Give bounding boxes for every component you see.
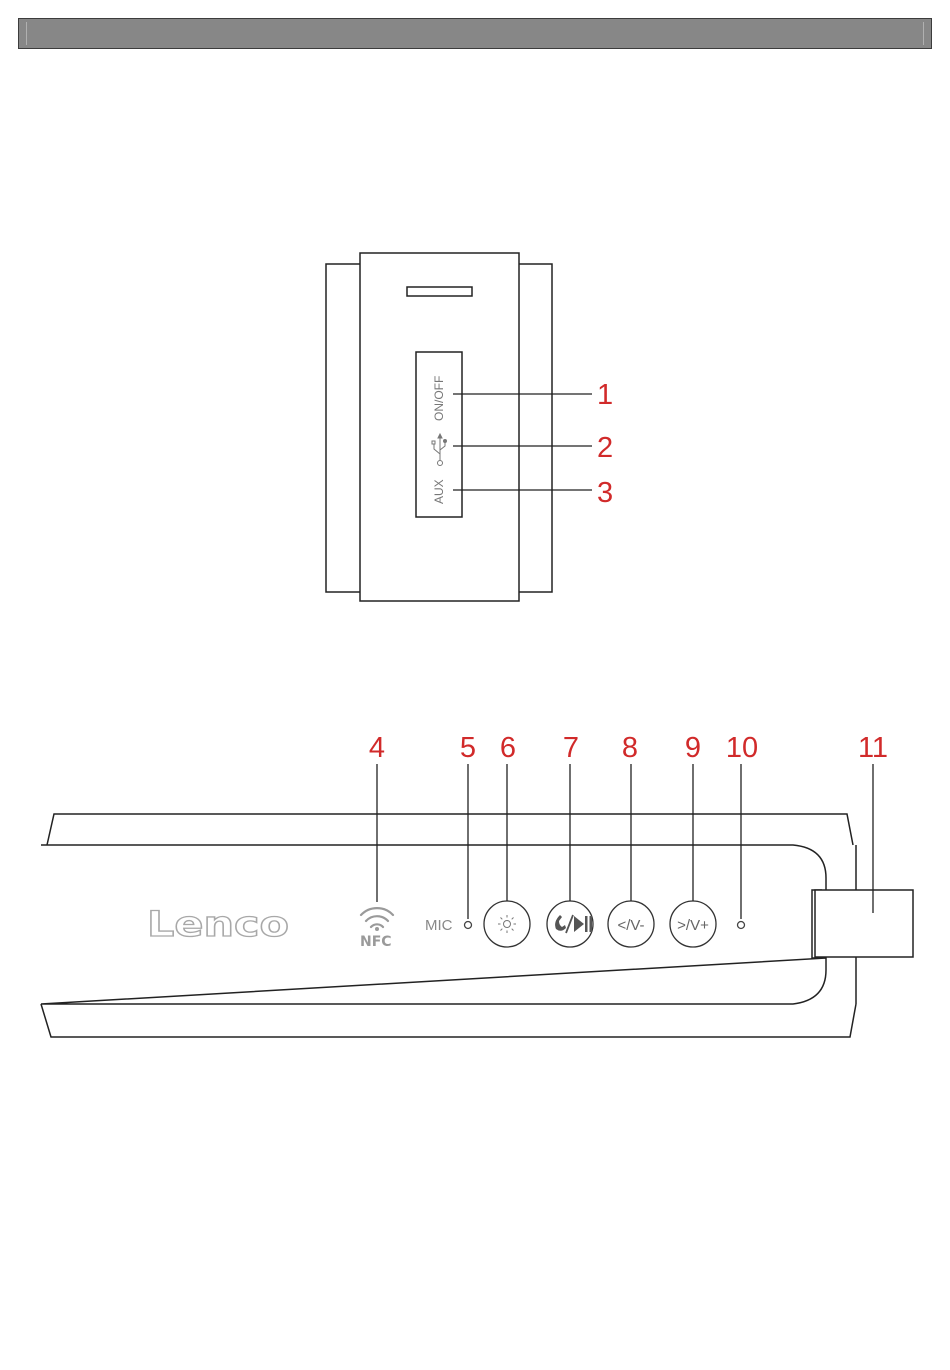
callout-10: 10 xyxy=(726,732,758,764)
aux-port-label: AUX xyxy=(432,479,446,504)
side-body-panel xyxy=(360,253,519,601)
strap xyxy=(815,890,913,957)
callout-7: 7 xyxy=(563,732,579,764)
nfc-wifi-icon xyxy=(361,908,393,931)
callout-3: 3 xyxy=(597,477,613,509)
mic-hole xyxy=(465,922,472,929)
callout-9: 9 xyxy=(685,732,701,764)
callout-1: 1 xyxy=(597,379,613,411)
led-indicator xyxy=(738,922,745,929)
front-body-bottom xyxy=(41,1004,856,1037)
nfc-label: NFC xyxy=(360,934,392,950)
side-view xyxy=(326,253,552,601)
light-button[interactable] xyxy=(484,901,530,947)
callout-8: 8 xyxy=(622,732,638,764)
callout-5: 5 xyxy=(460,732,476,764)
next-vol-up-button[interactable]: >/V+ xyxy=(670,901,716,947)
mic-label: MIC xyxy=(425,917,453,934)
next-vol-up-label: >/V+ xyxy=(677,917,709,934)
call-play-pause-button[interactable] xyxy=(547,901,593,947)
prev-vol-down-label: </V- xyxy=(617,917,644,934)
power-port-label: ON/OFF xyxy=(432,376,446,421)
front-body-top xyxy=(47,814,853,845)
callout-2: 2 xyxy=(597,432,613,464)
brand-logo: Lenco xyxy=(147,905,289,945)
callout-6: 6 xyxy=(500,732,516,764)
callout-4: 4 xyxy=(369,732,385,764)
callout-11: 11 xyxy=(858,732,888,764)
prev-vol-down-button[interactable]: </V- xyxy=(608,901,654,947)
